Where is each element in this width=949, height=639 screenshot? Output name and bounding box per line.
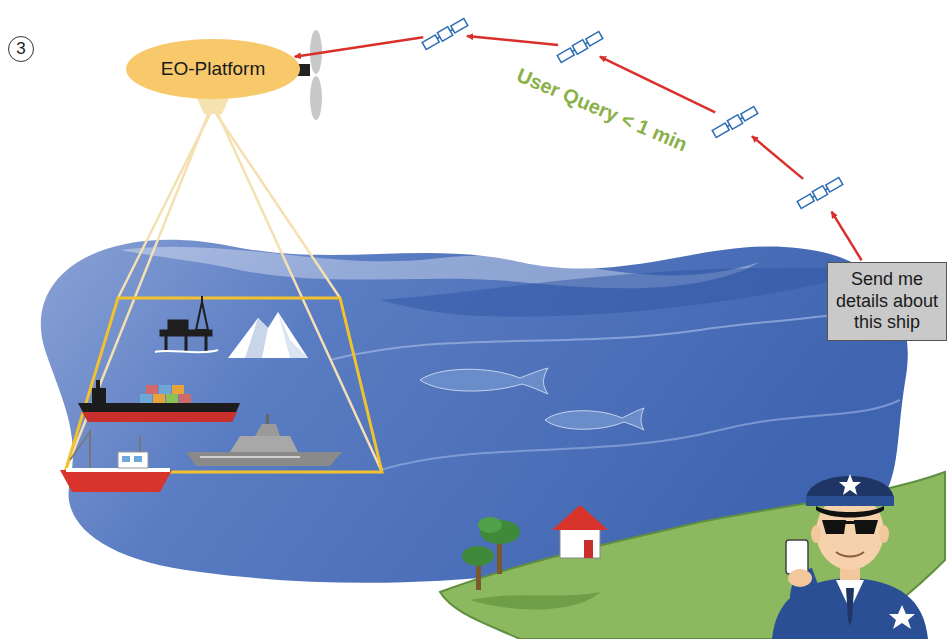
iceberg bbox=[228, 312, 308, 358]
sensor-beams bbox=[65, 112, 382, 472]
wave bbox=[380, 268, 880, 317]
whale bbox=[420, 368, 644, 430]
satellite bbox=[422, 18, 469, 51]
query-arrow bbox=[295, 36, 862, 260]
node-text: Send me details about this ship bbox=[831, 269, 943, 334]
footprint-frame bbox=[65, 298, 382, 472]
arrow-segment bbox=[295, 37, 424, 56]
propeller bbox=[296, 30, 322, 120]
wave bbox=[330, 300, 900, 360]
callout-number: 3 bbox=[8, 36, 34, 62]
oil-rig bbox=[155, 296, 218, 352]
land bbox=[440, 472, 945, 639]
arrow-segment bbox=[467, 36, 558, 45]
platform-ellipse: EO-Platform bbox=[126, 39, 300, 99]
grass bbox=[470, 592, 600, 609]
warship bbox=[186, 414, 342, 466]
satellite bbox=[557, 31, 604, 64]
arrow-segment bbox=[832, 212, 862, 261]
container-ship bbox=[78, 380, 240, 422]
node-text: EO-Platform bbox=[161, 58, 266, 81]
edge-label: User Query < 1 min bbox=[513, 64, 690, 157]
tree bbox=[462, 517, 520, 590]
callout-box: Send me details about this ship bbox=[827, 262, 947, 341]
satellite bbox=[797, 177, 844, 210]
ellipse-fill bbox=[126, 39, 300, 99]
satellite bbox=[712, 106, 759, 139]
policeman bbox=[772, 474, 928, 639]
arrow-segment bbox=[752, 136, 803, 179]
wave bbox=[380, 400, 900, 470]
house bbox=[552, 505, 608, 558]
fishing-boat bbox=[60, 430, 172, 492]
